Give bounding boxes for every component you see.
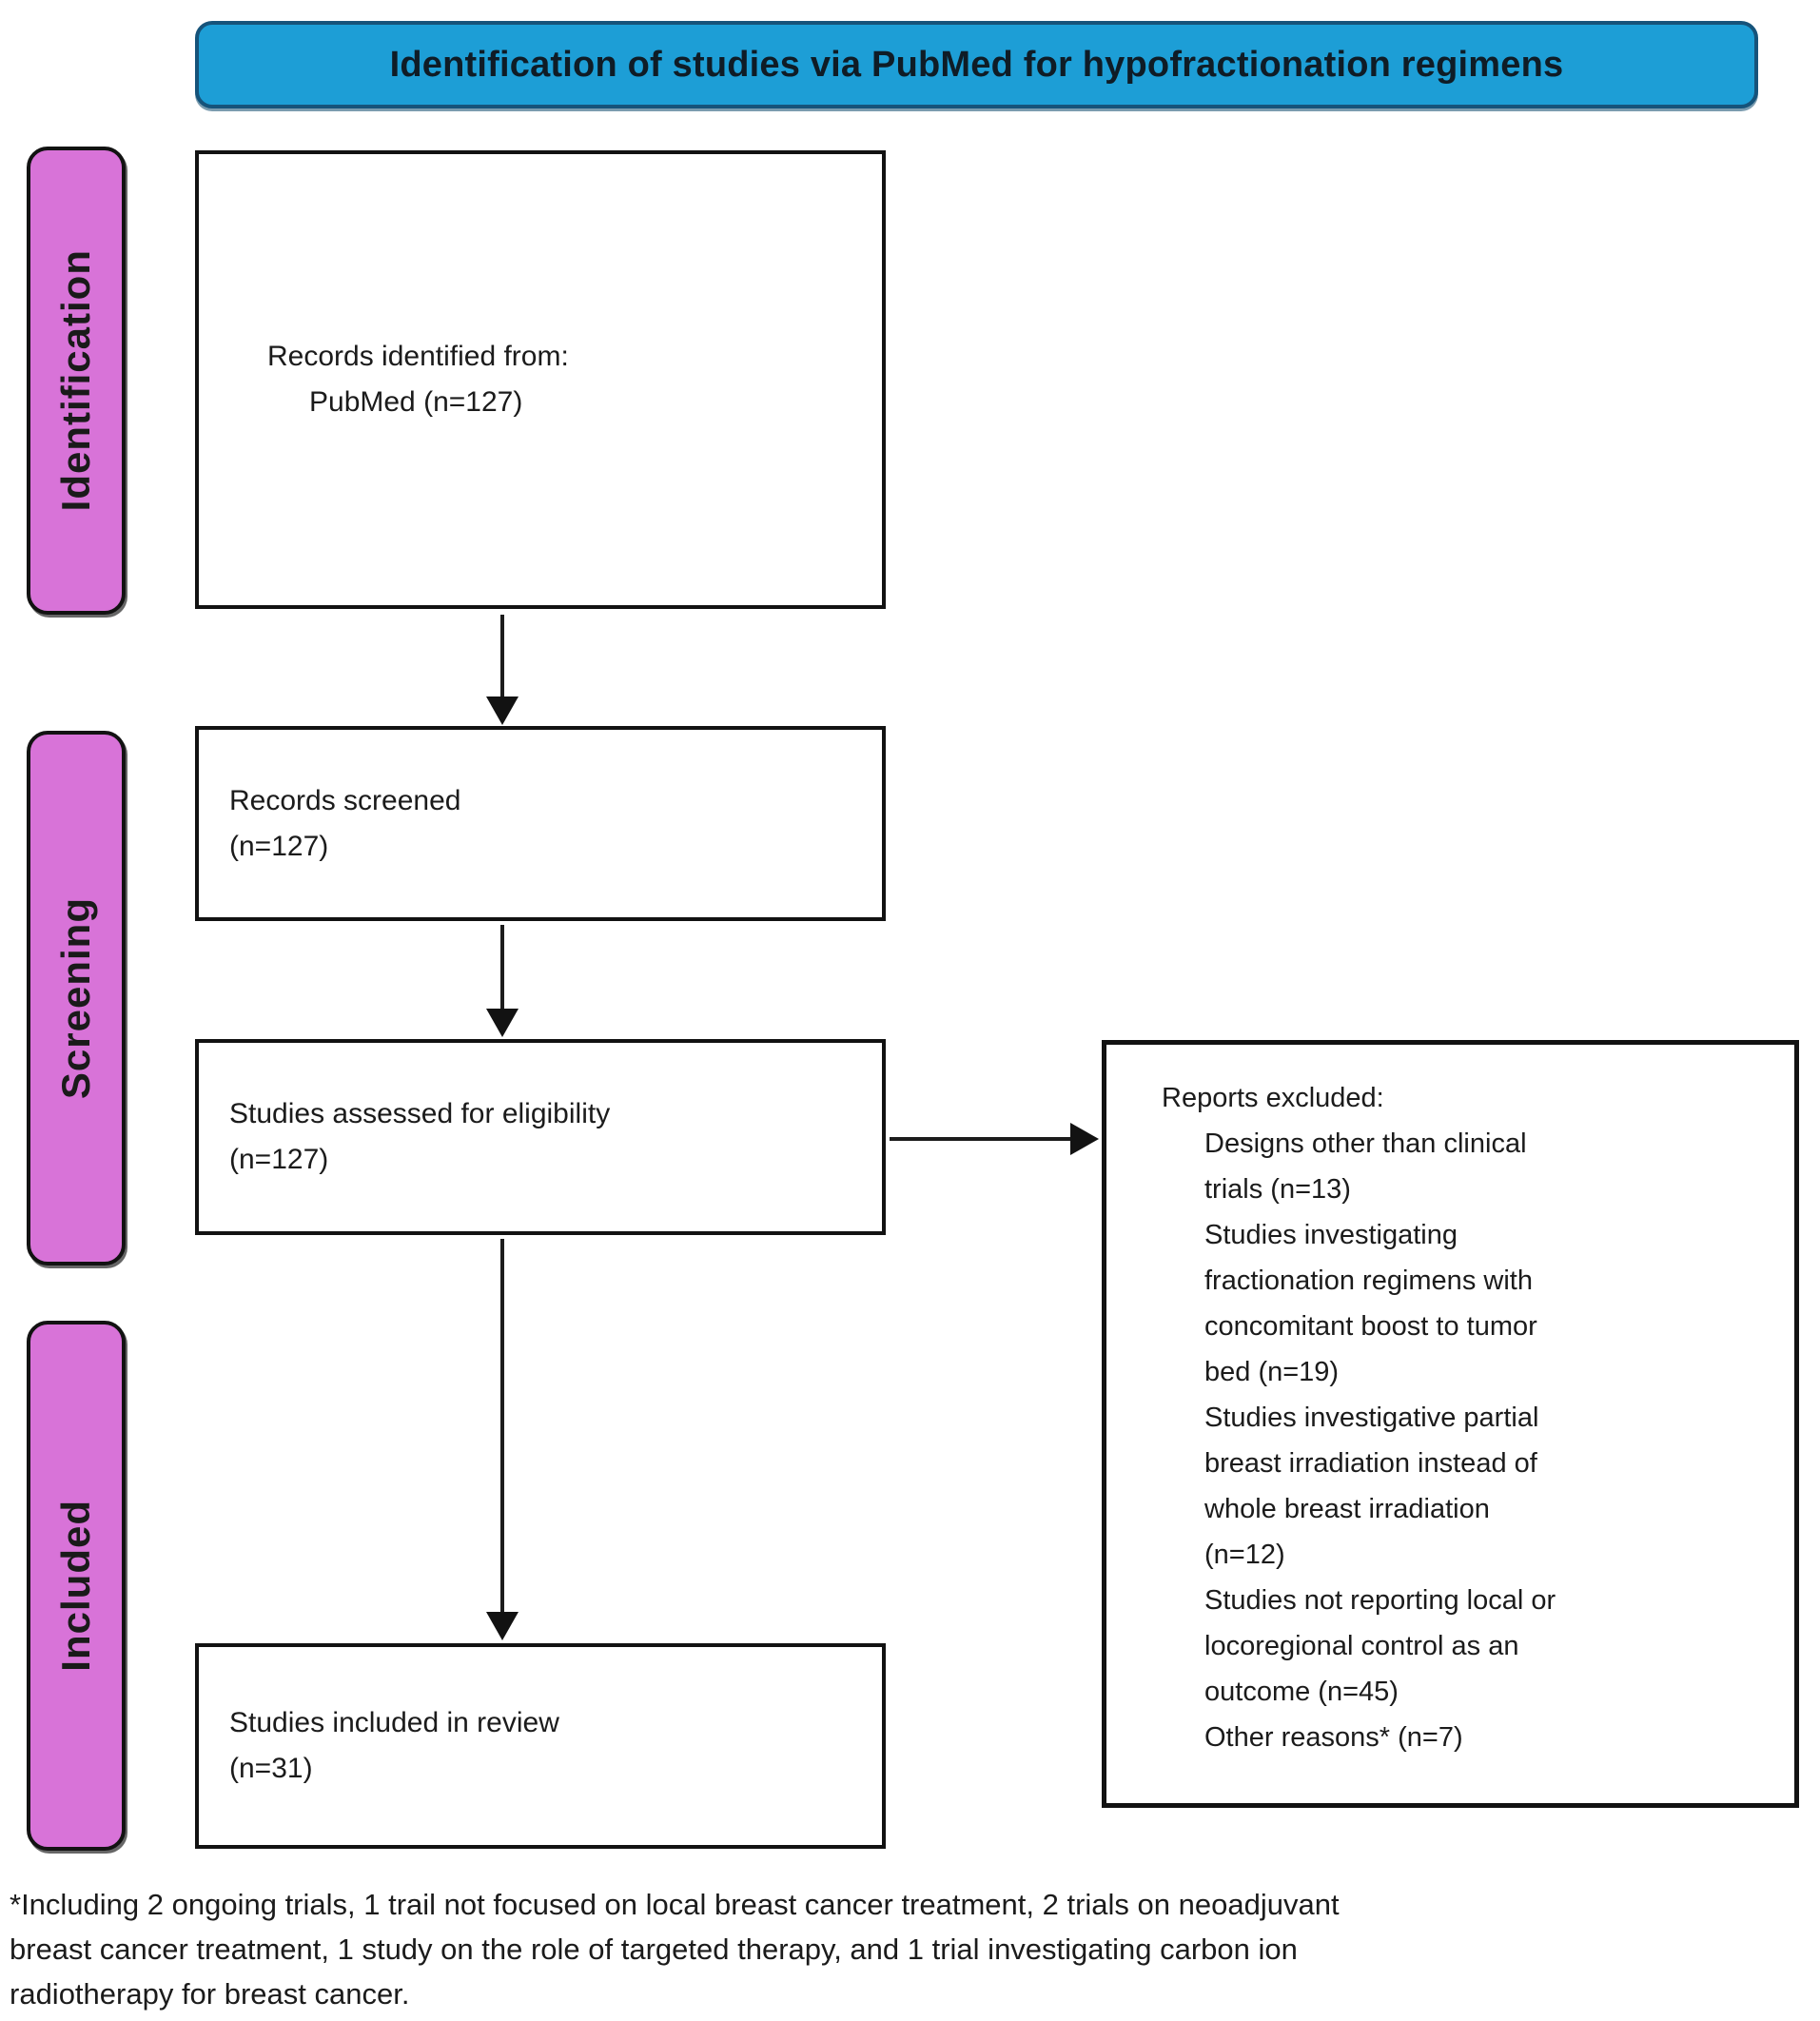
excluded-item: Designs other than clinical trials (n=13… — [1204, 1128, 1527, 1205]
box-line2: (n=31) — [229, 1753, 313, 1784]
arrow-head-down-icon — [486, 697, 519, 725]
excluded-item: Studies not reporting local or locoregio… — [1204, 1585, 1556, 1707]
stage-label-text: Screening — [53, 896, 98, 1100]
arrow-screened-to-assessed — [486, 925, 519, 1037]
stage-label-text: Identification — [53, 249, 98, 512]
header-banner: Identification of studies via PubMed for… — [195, 21, 1758, 108]
arrow-head-down-icon — [486, 1009, 519, 1037]
stage-label-text: Included — [53, 1500, 98, 1672]
diagram-title: Identification of studies via PubMed for… — [389, 44, 1564, 85]
box-studies-included: Studies included in review (n=31) — [195, 1643, 886, 1849]
arrow-line — [500, 615, 504, 697]
stage-label-included: Included — [27, 1321, 126, 1851]
arrow-assessed-to-included — [486, 1239, 519, 1640]
arrow-head-down-icon — [486, 1612, 519, 1640]
arrow-assessed-to-excluded — [890, 1123, 1099, 1155]
box-line2: PubMed (n=127) — [309, 386, 523, 418]
footnote: *Including 2 ongoing trials, 1 trail not… — [10, 1888, 1340, 2011]
box-records-screened: Records screened (n=127) — [195, 726, 886, 921]
box-studies-assessed: Studies assessed for eligibility (n=127) — [195, 1039, 886, 1235]
excluded-title: Reports excluded: — [1162, 1083, 1384, 1113]
arrow-line — [890, 1137, 1070, 1141]
stage-label-identification: Identification — [27, 147, 126, 615]
excluded-item: Studies investigative partial breast irr… — [1204, 1403, 1539, 1570]
excluded-item: Studies investigating fractionation regi… — [1204, 1220, 1537, 1387]
box-line1: Records screened — [229, 784, 461, 816]
box-records-identified: Records identified from: PubMed (n=127) — [195, 150, 886, 609]
box-line1: Studies included in review — [229, 1707, 559, 1738]
arrow-line — [500, 1239, 504, 1612]
box-line2: (n=127) — [229, 1144, 329, 1175]
arrow-line — [500, 925, 504, 1009]
box-line1: Records identified from: — [267, 341, 569, 372]
arrow-identified-to-screened — [486, 615, 519, 725]
box-line2: (n=127) — [229, 830, 329, 862]
box-line1: Studies assessed for eligibility — [229, 1098, 611, 1129]
arrow-head-right-icon — [1070, 1123, 1099, 1155]
excluded-item: Other reasons* (n=7) — [1204, 1722, 1463, 1753]
stage-label-screening: Screening — [27, 731, 126, 1266]
box-reports-excluded: Reports excluded: Designs other than cli… — [1102, 1040, 1799, 1808]
